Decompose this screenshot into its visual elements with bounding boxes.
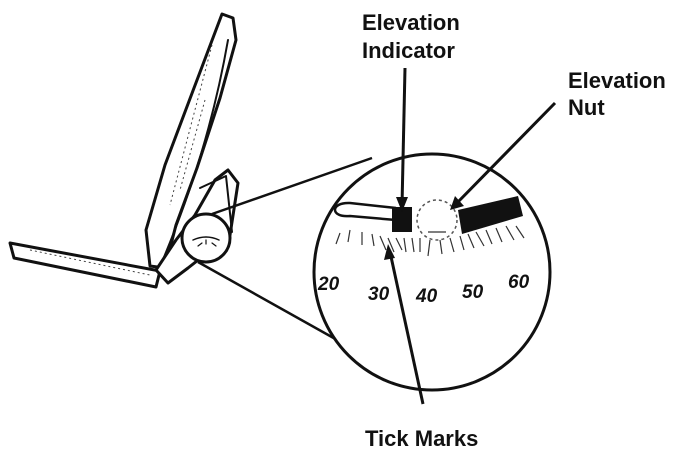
elevation-nut-shape bbox=[458, 196, 523, 234]
elevation-nut-label-line1: Elevation bbox=[568, 68, 666, 93]
scale-label-20: 20 bbox=[317, 274, 340, 295]
dish-mount bbox=[8, 12, 240, 289]
scale-label-50: 50 bbox=[462, 282, 484, 303]
callout-lines bbox=[388, 67, 557, 405]
tick-marks-label: Tick Marks bbox=[365, 426, 478, 451]
scale-label-60: 60 bbox=[508, 272, 530, 293]
elevation-indicator-label-line1: Elevation bbox=[362, 10, 460, 35]
elevation-indicator-block bbox=[392, 207, 412, 232]
scale-label-30: 30 bbox=[368, 284, 390, 305]
elevation-nut-label-line2: Nut bbox=[568, 95, 605, 120]
dish-dotted-lines bbox=[29, 44, 213, 276]
scale-label-40: 40 bbox=[415, 286, 438, 307]
tick-marks-graphic bbox=[335, 225, 525, 257]
callout-arrowheads bbox=[384, 196, 464, 260]
magnified-view: 20 30 40 50 60 bbox=[312, 152, 552, 392]
zoom-lines bbox=[197, 156, 373, 352]
elevation-indicator-label-line2: Indicator bbox=[362, 38, 455, 63]
